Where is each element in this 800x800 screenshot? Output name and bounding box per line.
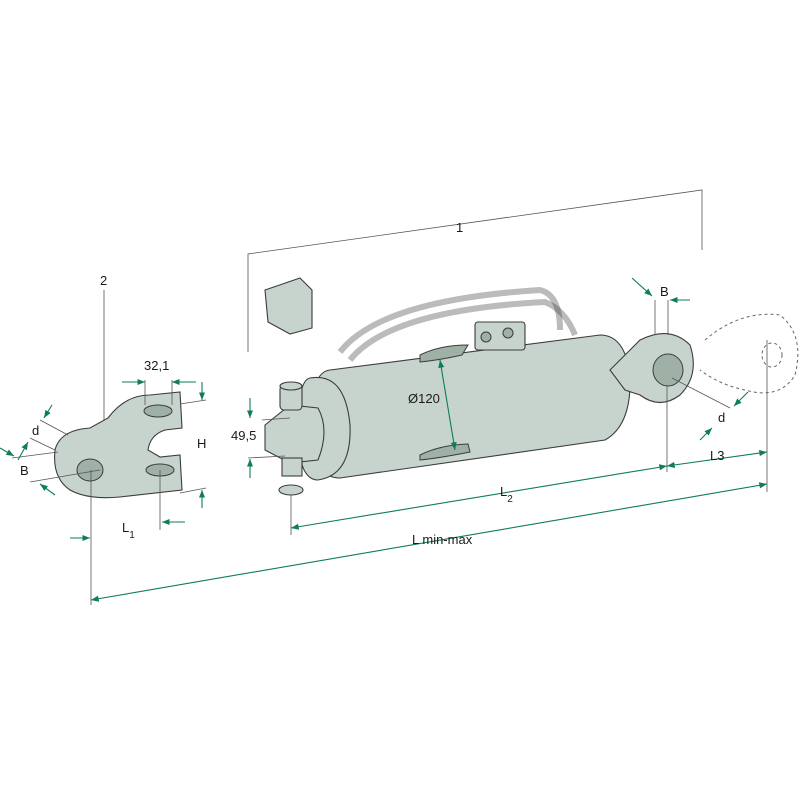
clevis-gap-label: 32,1	[144, 358, 169, 373]
item-1-bracket: 1	[247, 189, 703, 352]
hose-clip	[264, 277, 313, 335]
diameter-label: Ø120	[408, 391, 440, 406]
ball-d-label: d	[718, 410, 725, 425]
item-2-leader: 2	[100, 273, 107, 438]
item-1-label: 1	[456, 220, 463, 235]
clevis-dimensions: 32,1 H d B L1	[0, 358, 206, 541]
clevis-b-label: B	[20, 463, 29, 478]
ball-joint-dimensions: B d L3	[631, 277, 768, 492]
clevis-h-label: H	[197, 436, 206, 451]
l3-label: L3	[710, 448, 724, 463]
length-dimensions: L2 L min-max	[70, 464, 768, 605]
ball-b-label: B	[660, 284, 669, 299]
pin-dim-label: 49,5	[231, 428, 256, 443]
snap-ring	[278, 484, 304, 496]
clevis-hole-main	[76, 458, 104, 482]
clevis-l-label: L1	[122, 520, 135, 541]
hydraulic-cylinder	[264, 277, 631, 496]
l-total-label: L min-max	[412, 532, 473, 547]
ball-hole	[652, 353, 684, 387]
ball-joint-end	[609, 313, 799, 404]
valve-block	[474, 321, 526, 351]
clevis-fork	[54, 391, 183, 499]
cylinder-dimensions: Ø120 49,5	[231, 359, 457, 478]
clevis-d-label: d	[32, 423, 39, 438]
clevis-hole-top	[143, 404, 173, 418]
item-2-label: 2	[100, 273, 107, 288]
l2-label: L2	[500, 484, 513, 505]
